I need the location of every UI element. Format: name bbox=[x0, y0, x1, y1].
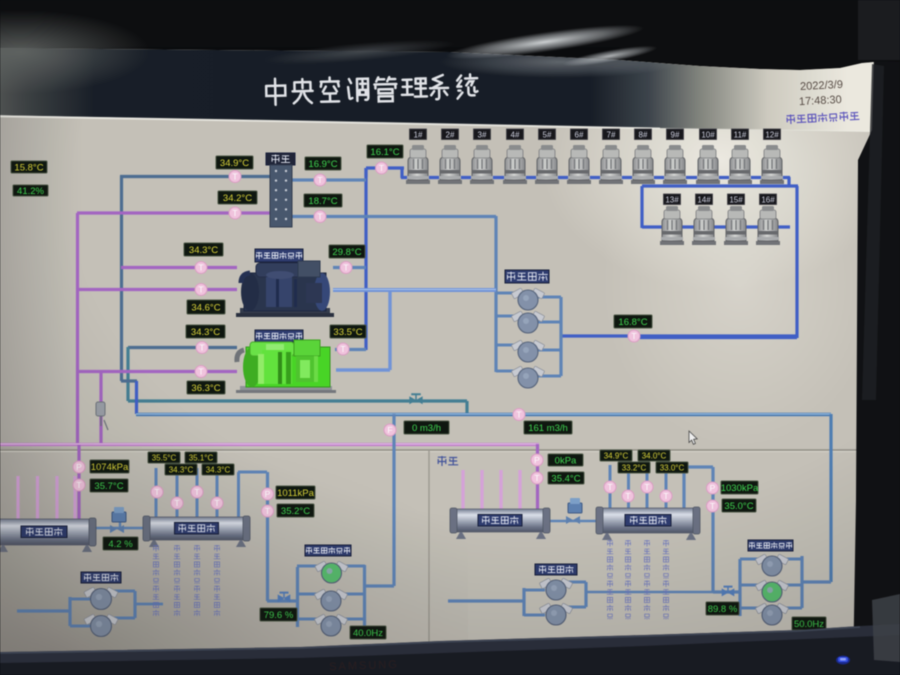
svg-text:SAMSUNG: SAMSUNG bbox=[329, 659, 399, 673]
